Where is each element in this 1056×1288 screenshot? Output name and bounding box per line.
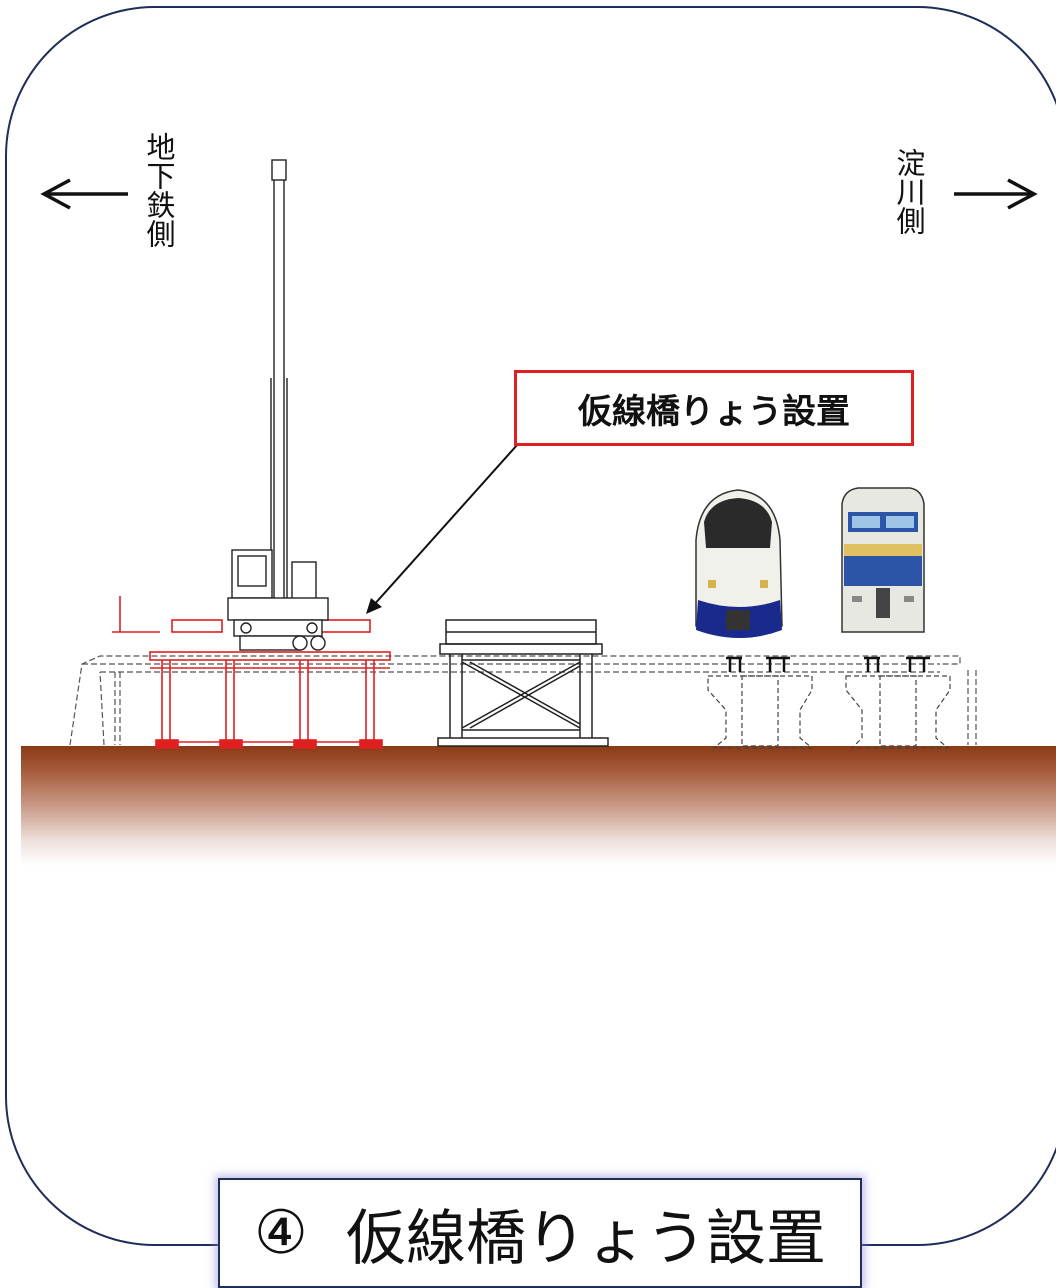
crane-icon [227,159,329,651]
callout-text: 仮線橋りょう設置 [578,391,850,432]
left-arrow-icon [40,178,128,210]
locomotive-front-icon [841,487,925,633]
caption-gap [308,1198,346,1268]
left-direction-label: 地下鉄側 [142,132,176,248]
steel-truss-bent [437,619,609,747]
bridge-deck [69,655,977,746]
right-direction-label: 淀川側 [892,148,926,235]
train-front-icon [695,489,783,638]
temporary-bridge-red [112,596,391,749]
concrete-piers [707,675,951,749]
callout-leader-arrow [366,443,519,614]
caption-number: ④ [254,1198,308,1268]
caption-text: 仮線橋りょう設置 [345,1203,826,1274]
right-arrow-icon [954,178,1038,210]
caption-box: ④ 仮線橋りょう設置 [218,1178,862,1288]
callout-box: 仮線橋りょう設置 [514,370,914,446]
ground [21,746,1056,866]
rails [726,656,930,672]
